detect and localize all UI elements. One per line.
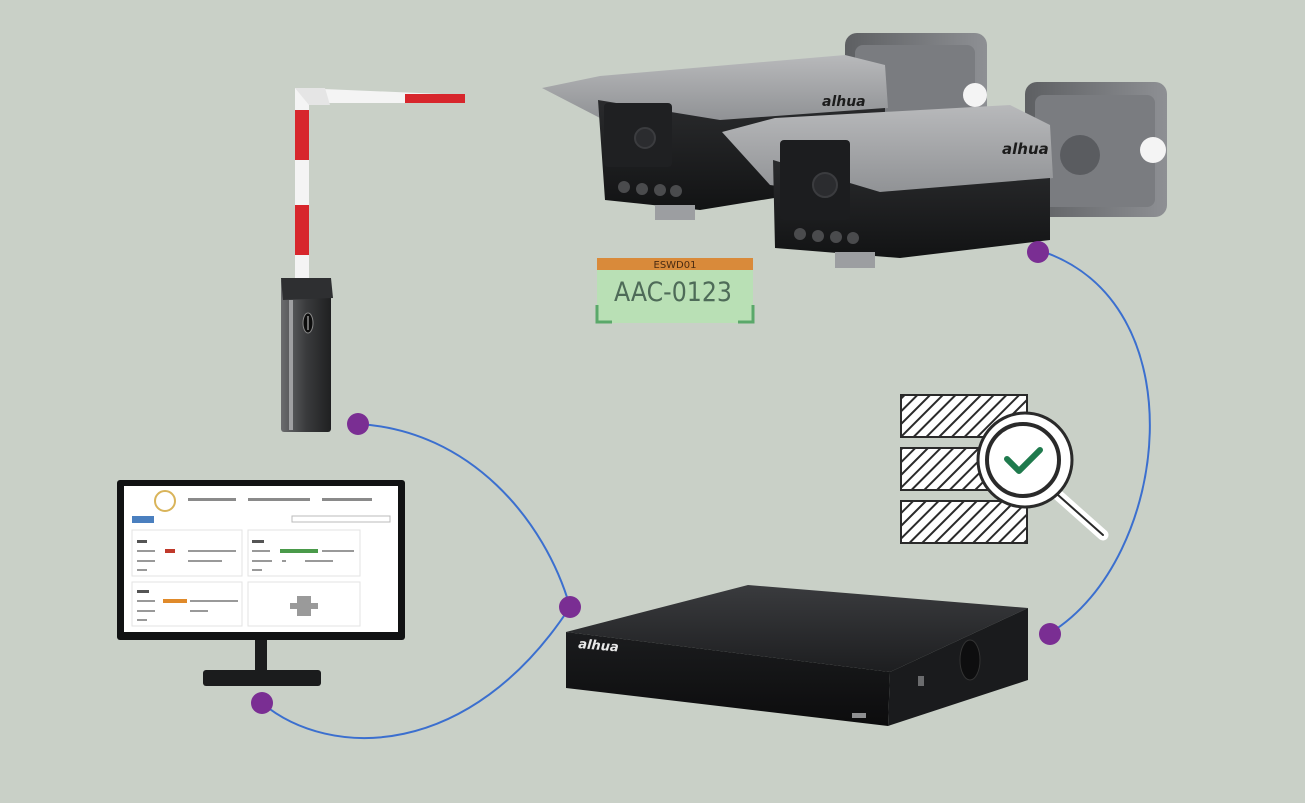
database-search-icon [900,394,1109,544]
connector-lines [261,249,1151,740]
connector-monitor-to-nvr [261,606,571,740]
nvr-recorder-icon: alhua [566,585,1028,726]
camera-back-brand: alhua [822,94,866,110]
license-plate-icon: ESWD01 AAC-0123 [595,258,755,324]
connector-camera-to-nvr [1037,249,1151,634]
monitor-icon [117,480,405,686]
plate-top-text: ESWD01 [654,260,697,271]
node-nvr-right [1039,623,1061,645]
lpr-camera-icon: alhua alhua [542,33,1167,268]
connector-nodes [251,241,1061,714]
camera-front: alhua [722,82,1167,268]
connector-barrier-to-nvr [357,423,571,608]
node-barrier [347,413,369,435]
node-monitor [251,692,273,714]
plate-number: AAC-0123 [614,277,732,308]
check-icon [1004,447,1043,474]
monitor-screen-content [131,490,391,627]
node-nvr-left [559,596,581,618]
node-camera [1027,241,1049,263]
camera-front-brand: alhua [1002,140,1049,158]
nvr-brand: alhua [578,637,620,655]
barrier-gate-icon [281,88,465,432]
